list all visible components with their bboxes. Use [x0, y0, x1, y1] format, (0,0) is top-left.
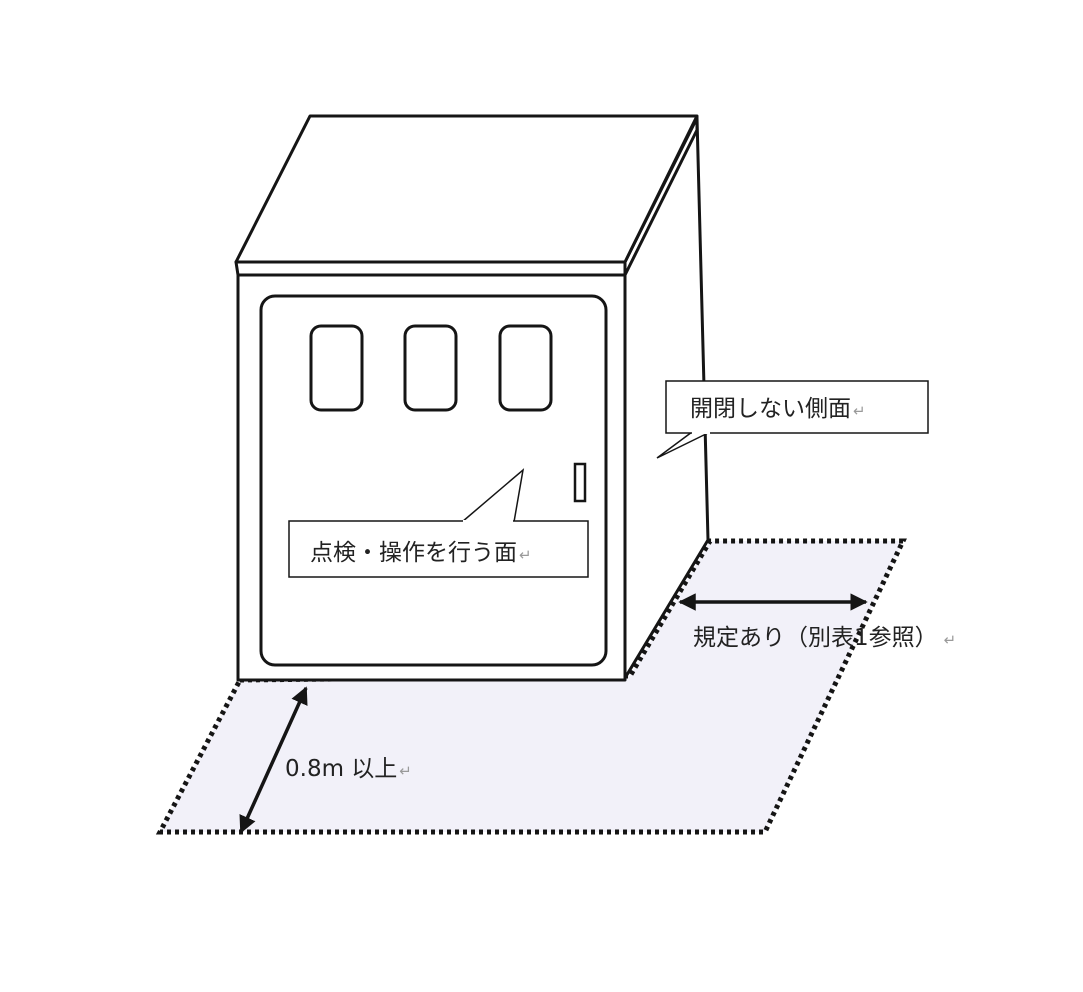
side-face-label: 開閉しない側面: [690, 396, 851, 422]
return-mark: ↵: [519, 546, 532, 564]
return-mark: ↵: [853, 402, 866, 420]
return-mark: ↵: [944, 631, 957, 649]
front-clearance-label: 0.8m 以上: [285, 756, 397, 782]
front-clearance-arrow: [239, 686, 308, 834]
cabinet-top: [234, 114, 699, 264]
callout-side-face: 開閉しない側面↵: [656, 380, 929, 459]
cabinet-roof-edge: [234, 260, 627, 277]
meter-window-1: [309, 324, 364, 412]
callout-front-face: 点検・操作を行う面↵: [288, 468, 589, 578]
side-clearance-label: 規定あり（別表1参照）: [693, 625, 938, 651]
front-face-label: 点検・操作を行う面: [310, 540, 517, 566]
return-mark: ↵: [399, 762, 412, 780]
svg-text:点検・操作を行う面↵: 点検・操作を行う面↵: [310, 540, 532, 566]
clearance-zone: [155, 538, 907, 835]
svg-text:規定あり（別表1参照）↵: 規定あり（別表1参照） ↵: [693, 625, 956, 651]
svg-text:0.8m 以上↵: 0.8m 以上↵: [285, 756, 412, 782]
meter-window-2: [403, 324, 458, 412]
svg-text:開閉しない側面↵: 開閉しない側面↵: [690, 396, 866, 422]
door-handle: [573, 462, 587, 503]
meter-window-3: [498, 324, 553, 412]
